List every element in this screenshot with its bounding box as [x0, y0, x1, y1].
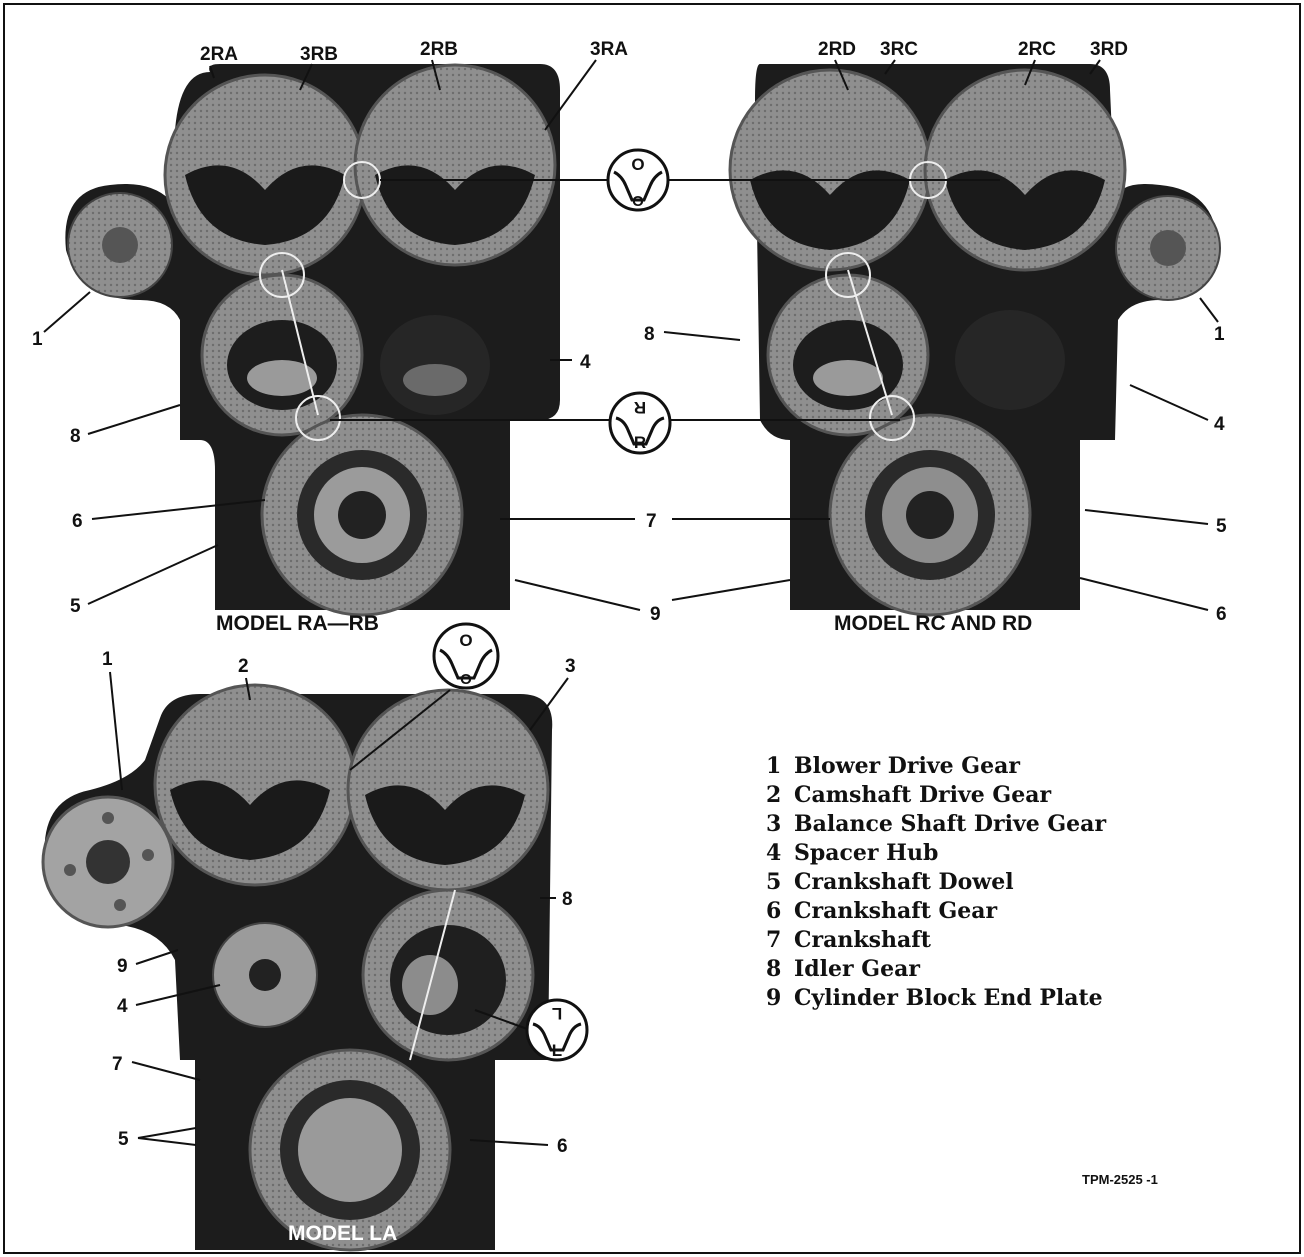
figure-code: TPM-2525 -1	[1082, 1172, 1158, 1187]
label-3ra: 3RA	[590, 39, 628, 60]
callout-la-4: 4	[117, 996, 128, 1017]
callout-rc-4: 4	[1214, 414, 1225, 435]
label-2rc: 2RC	[1018, 39, 1056, 60]
view-ra-rb	[65, 64, 560, 615]
svg-text:L: L	[552, 1041, 562, 1060]
callout-ra-1: 1	[32, 329, 43, 350]
callout-la-1: 1	[102, 649, 113, 670]
svg-text:O: O	[460, 671, 472, 688]
label-2rd: 2RD	[818, 39, 856, 60]
svg-text:O: O	[631, 155, 644, 174]
callout-la-5: 5	[118, 1129, 129, 1150]
timing-mark-o-top: O O	[608, 150, 668, 210]
callout-rc-8: 8	[644, 324, 655, 345]
callout-la-3: 3	[565, 656, 576, 677]
timing-mark-o-la: O O	[434, 624, 498, 688]
callout-ra-7: 7	[646, 511, 657, 532]
svg-text:O: O	[459, 631, 472, 650]
callout-ra-8: 8	[70, 426, 81, 447]
timing-mark-l-la: L L	[527, 1000, 587, 1060]
svg-text:R: R	[634, 398, 646, 417]
callout-la-8: 8	[562, 889, 573, 910]
label-3rb: 3RB	[300, 44, 338, 65]
callout-la-6: 6	[557, 1136, 568, 1157]
label-3rd: 3RD	[1090, 39, 1128, 60]
svg-text:O: O	[632, 193, 644, 210]
label-2rb: 2RB	[420, 39, 458, 60]
view-rc-rd	[730, 64, 1220, 615]
svg-text:R: R	[634, 433, 646, 452]
callout-la-9: 9	[117, 956, 128, 977]
callout-ra-6: 6	[72, 511, 83, 532]
callout-ra-5: 5	[70, 596, 81, 617]
caption-ra-rb: MODEL RA—RB	[216, 612, 379, 635]
callout-la-2: 2	[238, 656, 249, 677]
label-3rc: 3RC	[880, 39, 918, 60]
callout-la-7: 7	[112, 1054, 123, 1075]
callout-rc-6: 6	[1216, 604, 1227, 625]
timing-mark-r-mid: R R	[610, 393, 670, 453]
svg-text:L: L	[552, 1004, 562, 1023]
caption-la: MODEL LA	[288, 1222, 397, 1245]
callout-ra-9: 9	[650, 604, 661, 625]
label-2ra: 2RA	[200, 44, 238, 65]
callout-ra-4: 4	[580, 352, 591, 373]
caption-rc-rd: MODEL RC AND RD	[834, 612, 1032, 635]
callout-rc-5: 5	[1216, 516, 1227, 537]
callout-rc-1: 1	[1214, 324, 1225, 345]
